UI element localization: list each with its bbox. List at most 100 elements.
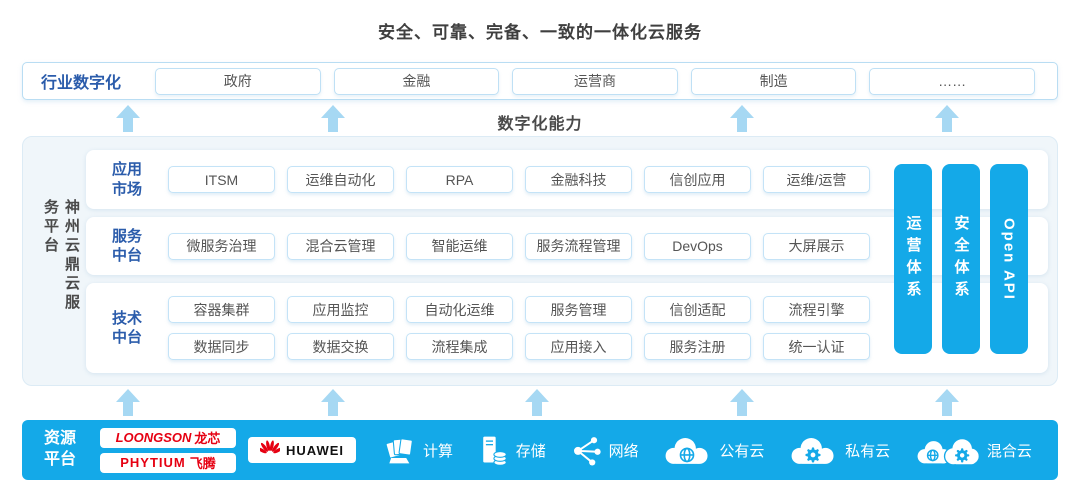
resource-platform-label-line2: 平台 bbox=[44, 451, 77, 468]
up-arrow-icon bbox=[321, 105, 345, 132]
phytium-brand-text: PHYTIUM bbox=[120, 455, 186, 470]
up-arrow-icon bbox=[525, 389, 549, 416]
cloud-platform-panel: 神州云鼎云服务平台 应用市场 ITSM 运维自动化 RPA 金融科技信创应用运维/运营服… bbox=[22, 136, 1058, 386]
resource-platform-label-line1: 资源 bbox=[44, 430, 77, 448]
platform-box: DevOps bbox=[644, 232, 751, 260]
resource-platform-label: 资源 平台 bbox=[44, 429, 76, 471]
resource-compute: 计算 bbox=[384, 434, 453, 466]
platform-box: 流程引擎 bbox=[763, 296, 870, 323]
platform-box: 应用接入 bbox=[525, 333, 632, 360]
up-arrow-icon bbox=[116, 105, 140, 132]
platform-box: 微服务治理 bbox=[168, 232, 275, 260]
platform-box: 容器集群 bbox=[168, 296, 275, 323]
platform-row-label: 服务中台 bbox=[96, 227, 158, 266]
industry-item: 政府 bbox=[155, 67, 321, 95]
platform-box: 运维/运营 bbox=[763, 166, 870, 193]
resource-label-text: 网络 bbox=[608, 442, 639, 460]
platform-box: 混合云管理 bbox=[287, 232, 394, 260]
row-label-line: 市场 bbox=[111, 180, 142, 198]
resource-items: 计算 存储 网络 公有云 私有云 混合云 bbox=[384, 433, 1032, 467]
platform-box: 服务流程管理 bbox=[525, 232, 632, 260]
side-bar: 安全体系 bbox=[942, 164, 980, 354]
platform-row: 应用市场 ITSM 运维自动化 RPA 金融科技信创应用运维/运营 bbox=[86, 150, 1048, 209]
loongson-brand-text: LOONGSON bbox=[115, 430, 192, 445]
platform-box: 服务注册 bbox=[644, 333, 751, 360]
private-cloud-icon bbox=[788, 434, 838, 467]
platform-box: 自动化运维 bbox=[406, 296, 513, 323]
resource-label-text: 公有云 bbox=[719, 442, 765, 460]
row-label-line: 技术 bbox=[111, 309, 142, 327]
platform-box: 智能运维 bbox=[406, 232, 513, 260]
platform-row-label: 应用市场 bbox=[96, 160, 158, 199]
resource-label-text: 混合云 bbox=[986, 442, 1032, 460]
industry-item: …… bbox=[869, 67, 1035, 95]
platform-box-line: 微服务治理混合云管理智能运维服务流程管理 DevOps 大屏展示 bbox=[168, 232, 870, 260]
loongson-cn-text: 龙芯 bbox=[194, 431, 221, 446]
platform-box: 流程集成 bbox=[406, 333, 513, 360]
industry-digitalization-row: 行业数字化 政府金融运营商制造 …… bbox=[22, 62, 1058, 100]
loongson-logo: LOONGSON 龙芯 bbox=[100, 427, 237, 448]
industry-item: 制造 bbox=[690, 67, 857, 95]
platform-box: 金融科技 bbox=[525, 166, 632, 193]
platform-row-boxes: 微服务治理混合云管理智能运维服务流程管理 DevOps 大屏展示 bbox=[168, 232, 870, 260]
platform-row-boxes: 容器集群应用监控自动化运维服务管理信创适配流程引擎数据同步数据交换流程集成应用接… bbox=[168, 296, 870, 360]
huawei-logo: HUAWEI bbox=[248, 437, 357, 463]
resource-label-text: 存储 bbox=[515, 442, 546, 460]
platform-box: 服务管理 bbox=[525, 296, 632, 323]
huawei-flower-icon bbox=[257, 438, 283, 463]
platform-box: 运维自动化 bbox=[287, 166, 394, 193]
resource-label-text: 计算 bbox=[423, 442, 454, 460]
hybrid-cloud-icon bbox=[914, 433, 980, 467]
network-icon bbox=[570, 434, 602, 466]
page-title: 安全、可靠、完备、一致的一体化云服务 bbox=[378, 23, 702, 42]
platform-box: 应用监控 bbox=[287, 296, 394, 323]
platform-box: 数据同步 bbox=[168, 333, 275, 360]
resource-arrows-zone bbox=[0, 388, 1080, 418]
up-arrow-icon bbox=[935, 389, 959, 416]
platform-box: 大屏展示 bbox=[763, 232, 870, 260]
platform-vertical-label: 神州云鼎云服务平台 bbox=[42, 199, 80, 313]
industry-item: 金融 bbox=[333, 67, 500, 95]
row-label-line: 中台 bbox=[111, 247, 142, 264]
platform-box: 统一认证 bbox=[763, 333, 870, 360]
industry-row-label: 行业数字化 bbox=[41, 75, 122, 92]
platform-box-line: 数据同步数据交换流程集成应用接入服务注册统一认证 bbox=[168, 333, 870, 360]
resource-platform-bar: 资源 平台 LOONGSON 龙芯 PHYTIUM 飞腾 bbox=[22, 420, 1058, 480]
resource-network: 网络 bbox=[570, 434, 639, 466]
platform-box: 数据交换 bbox=[287, 333, 394, 360]
platform-row: 技术中台容器集群应用监控自动化运维服务管理信创适配流程引擎数据同步数据交换流程集… bbox=[86, 283, 1048, 373]
row-label-line: 应用 bbox=[111, 161, 142, 178]
side-bar: 运营体系 bbox=[894, 164, 932, 354]
row-label-line: 服务 bbox=[111, 227, 142, 245]
resource-hybrid-cloud: 混合云 bbox=[914, 433, 1032, 467]
resource-label-text: 私有云 bbox=[845, 442, 891, 460]
compute-icon bbox=[384, 434, 416, 466]
up-arrow-icon bbox=[730, 105, 754, 132]
up-arrow-icon bbox=[321, 389, 345, 416]
up-arrow-icon bbox=[730, 389, 754, 416]
platform-box-line: 容器集群应用监控自动化运维服务管理信创适配流程引擎 bbox=[168, 296, 870, 323]
huawei-brand-text: HUAWEI bbox=[286, 442, 345, 458]
platform-row-boxes: ITSM 运维自动化 RPA 金融科技信创应用运维/运营 bbox=[168, 166, 870, 193]
side-bar: Open API bbox=[990, 164, 1028, 354]
industry-items: 政府金融运营商制造 …… bbox=[155, 67, 1035, 95]
industry-item: 运营商 bbox=[512, 67, 678, 95]
phytium-cn-text: 飞腾 bbox=[189, 456, 216, 471]
platform-box: 信创适配 bbox=[644, 296, 751, 323]
up-arrow-icon bbox=[935, 105, 959, 132]
public-cloud-icon bbox=[662, 434, 712, 467]
storage-icon bbox=[477, 434, 509, 466]
platform-box: RPA bbox=[406, 166, 513, 193]
digital-capability-zone: 数字化能力 bbox=[0, 104, 1080, 134]
platform-box: 信创应用 bbox=[644, 166, 751, 193]
up-arrow-icon bbox=[116, 389, 140, 416]
platform-box-line: ITSM 运维自动化 RPA 金融科技信创应用运维/运营 bbox=[168, 166, 870, 193]
resource-public-cloud: 公有云 bbox=[662, 434, 764, 467]
resource-private-cloud: 私有云 bbox=[788, 434, 890, 467]
platform-box: ITSM bbox=[168, 166, 275, 193]
digital-capability-label: 数字化能力 bbox=[497, 116, 583, 133]
resource-storage: 存储 bbox=[477, 434, 546, 466]
chip-vendor-pills: LOONGSON 龙芯 PHYTIUM 飞腾 bbox=[100, 427, 237, 473]
